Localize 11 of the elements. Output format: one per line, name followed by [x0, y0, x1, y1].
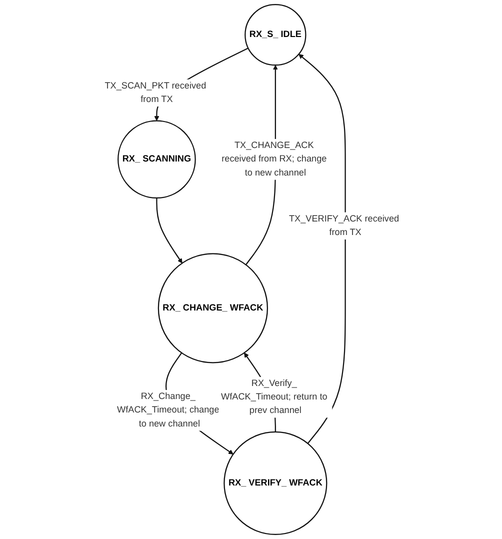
node-circle: RX_ CHANGE_ WFACK	[158, 253, 268, 364]
arrow	[298, 54, 346, 444]
edge-label: RX_Verify_ WfACK_Timeout; return to prev channel	[221, 378, 328, 416]
edge-label: TX_CHANGE_ACK received from RX; change to new channel	[222, 140, 327, 178]
edge-label: TX_SCAN_PKT received from TX	[104, 81, 206, 104]
node-circle: RX_S_ IDLE	[244, 4, 306, 66]
node-circle: RX_ VERIFY_ WFACK	[224, 431, 328, 536]
edge-label: TX_VERIFY_ACK received from TX	[288, 214, 400, 238]
node-circle: RX_ SCANNING	[118, 120, 196, 199]
arrow	[156, 198, 182, 264]
edge-label: RX_Change_ WfACK_Timeout; change to new channel	[117, 392, 220, 429]
